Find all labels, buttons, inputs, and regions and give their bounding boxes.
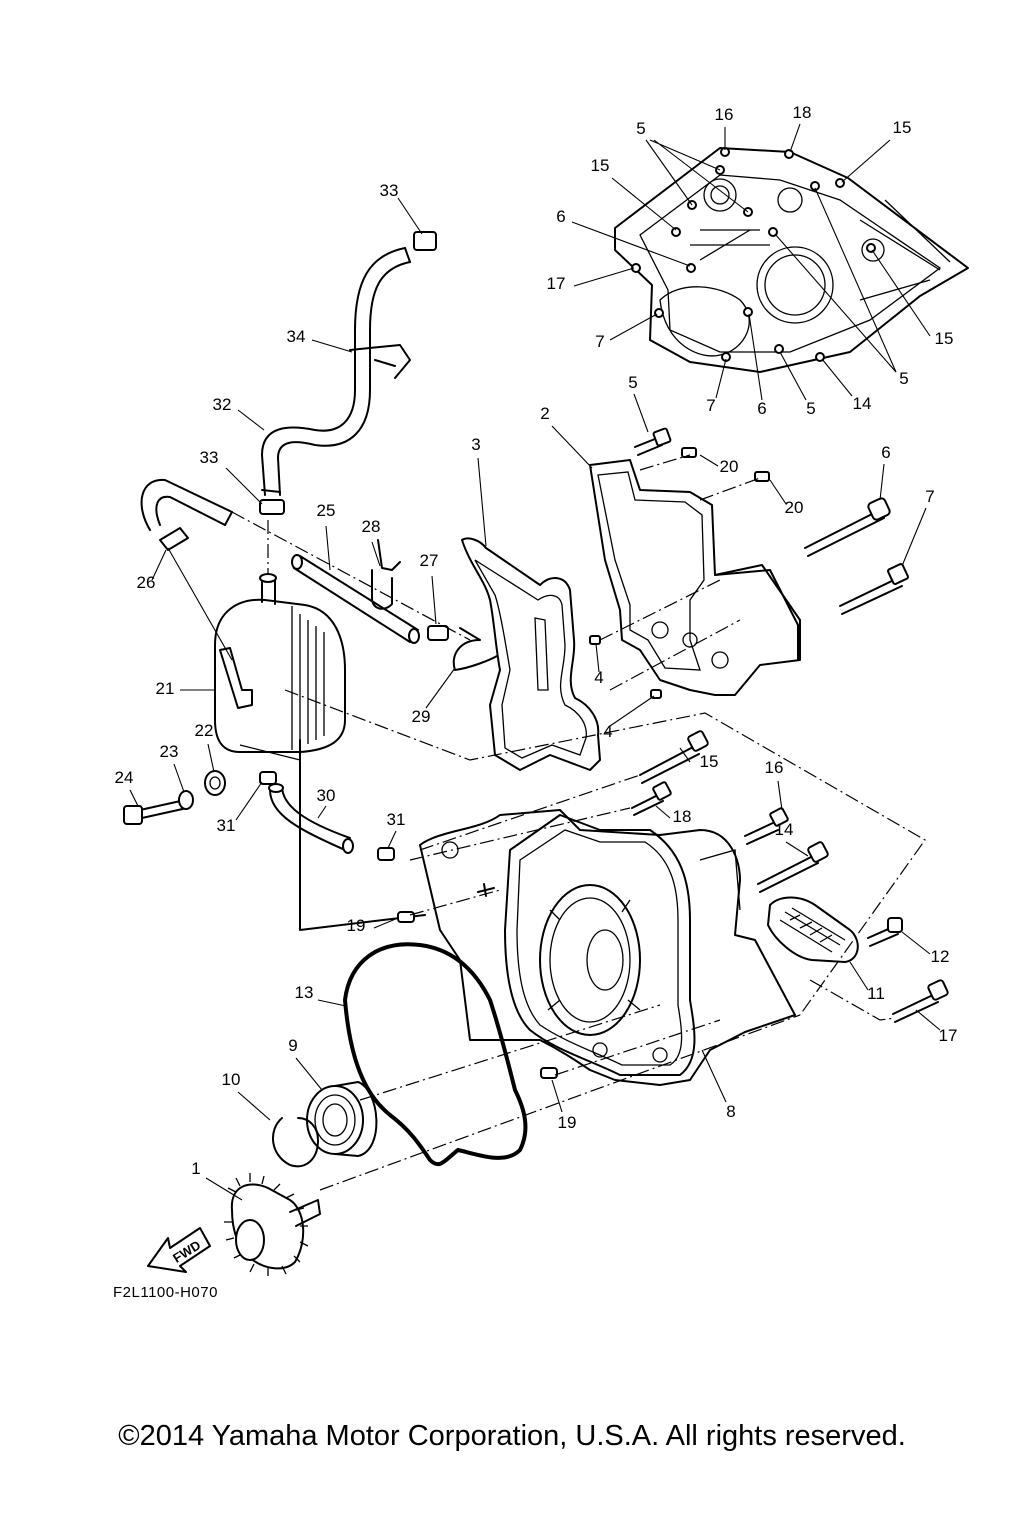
- bolts-and-dowels-right: [589, 393, 927, 727]
- bolts-middle: [631, 730, 829, 893]
- hose-30-and-fittings: [123, 739, 426, 931]
- gasket-3: [461, 457, 601, 771]
- callout-4: 4: [603, 722, 612, 741]
- o-ring-13: [317, 942, 528, 1167]
- callout-28: 28: [362, 517, 381, 536]
- callout-8: 8: [726, 1102, 735, 1121]
- callout-15: 15: [935, 329, 954, 348]
- callout-6: 6: [556, 207, 565, 226]
- callout-15: 15: [700, 752, 719, 771]
- clamp-33-top: [413, 231, 437, 251]
- callout-31: 31: [217, 816, 236, 835]
- callout-14: 14: [853, 394, 872, 413]
- fwd-arrow-icon: FWD: [147, 1227, 211, 1273]
- bearing-9: [295, 1057, 378, 1157]
- callout-15: 15: [893, 118, 912, 137]
- callout-6: 6: [881, 443, 890, 462]
- copyright-notice: ©2014 Yamaha Motor Corporation, U.S.A. A…: [118, 1420, 906, 1452]
- callout-21: 21: [156, 679, 175, 698]
- callout-18: 18: [673, 807, 692, 826]
- clamp-33-lower: [259, 499, 285, 515]
- figure-code: F2L1100-H070: [113, 1284, 218, 1301]
- callout-6: 6: [757, 399, 766, 418]
- callout-23: 23: [160, 742, 179, 761]
- callout-5: 5: [636, 119, 645, 138]
- callout-7: 7: [595, 332, 604, 351]
- callout-24: 24: [115, 768, 134, 787]
- callout-19: 19: [558, 1113, 577, 1132]
- callout-3: 3: [471, 435, 480, 454]
- callout-5: 5: [628, 373, 637, 392]
- crankcase-cover-8: [419, 809, 796, 1103]
- callout-31: 31: [387, 810, 406, 829]
- alignment-lines: [231, 454, 926, 1191]
- callout-17: 17: [547, 274, 566, 293]
- callout-1: 1: [191, 1159, 200, 1178]
- callout-20: 20: [720, 457, 739, 476]
- callout-5: 5: [806, 399, 815, 418]
- hose-32-assembly: [225, 197, 437, 515]
- callout-26: 26: [137, 573, 156, 592]
- callout-15: 15: [591, 156, 610, 175]
- circlip-10: [237, 1091, 319, 1168]
- callout-4: 4: [594, 668, 603, 687]
- callout-34: 34: [287, 327, 306, 346]
- callout-9: 9: [288, 1036, 297, 1055]
- callout-33: 33: [200, 448, 219, 467]
- callout-14: 14: [775, 820, 794, 839]
- callout-32: 32: [213, 395, 232, 414]
- callout-29: 29: [412, 707, 431, 726]
- callout-30: 30: [317, 786, 336, 805]
- callout-12: 12: [931, 947, 950, 966]
- crankcase-cover-rear-view: [571, 123, 969, 401]
- clamp-27-tie-29: [425, 575, 498, 709]
- callout-27: 27: [420, 551, 439, 570]
- hose-26-assembly: [140, 478, 233, 661]
- callout-11: 11: [867, 984, 885, 1003]
- callout-7: 7: [706, 396, 715, 415]
- callout-22: 22: [195, 721, 214, 740]
- callout-33: 33: [380, 181, 399, 200]
- dowels-19: [373, 883, 563, 1113]
- callout-10: 10: [222, 1070, 241, 1089]
- callout-18: 18: [793, 103, 812, 122]
- housing-2: [551, 425, 801, 696]
- callout-7: 7: [925, 487, 934, 506]
- callout-16: 16: [715, 105, 734, 124]
- callout-17: 17: [939, 1026, 958, 1045]
- callout-2: 2: [540, 404, 549, 423]
- oil-cooler-21: [180, 573, 346, 753]
- callout-25: 25: [317, 501, 336, 520]
- callout-19: 19: [347, 916, 366, 935]
- callout-5: 5: [899, 369, 908, 388]
- strainer-11: [767, 896, 949, 1031]
- callout-20: 20: [785, 498, 804, 517]
- gear-1: [205, 1173, 321, 1276]
- callout-16: 16: [765, 758, 784, 777]
- callout-13: 13: [295, 983, 314, 1002]
- pipe-25: [291, 525, 420, 644]
